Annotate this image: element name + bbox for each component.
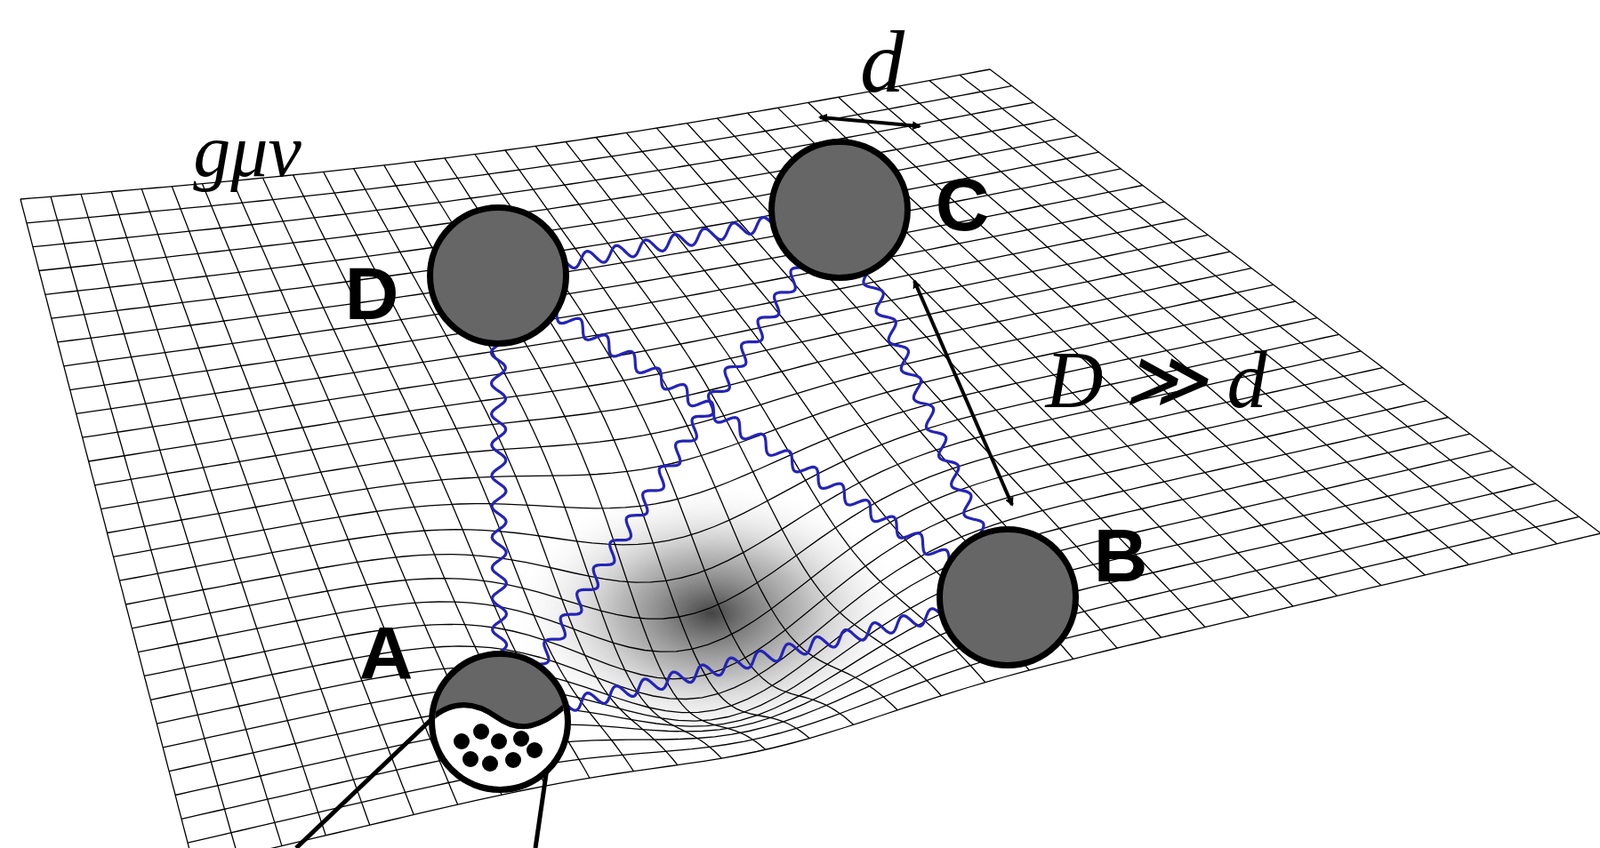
body-circle: C bbox=[768, 138, 911, 282]
grid-line bbox=[137, 384, 1405, 652]
body-label: B bbox=[1093, 518, 1149, 594]
magnifier-line bbox=[296, 707, 445, 848]
dimension-arrow bbox=[914, 281, 1013, 506]
body-circle: D bbox=[426, 204, 570, 347]
grid-line bbox=[119, 334, 1339, 581]
dimension-arrow bbox=[820, 117, 920, 127]
body-circle: A bbox=[428, 651, 571, 794]
grid-line bbox=[187, 516, 1580, 844]
grid-line bbox=[162, 450, 1492, 748]
grid-line bbox=[50, 196, 238, 848]
grid-lines bbox=[20, 69, 1600, 848]
wavy-interaction bbox=[490, 345, 507, 653]
grid-line bbox=[168, 466, 1514, 772]
wavy-interaction bbox=[556, 313, 949, 562]
grid-line bbox=[20, 199, 194, 848]
body-label: A bbox=[359, 616, 414, 692]
math-label: D ≫ d bbox=[1045, 340, 1268, 421]
grid-line bbox=[76, 218, 1187, 415]
wavy-interaction bbox=[566, 217, 772, 269]
wavy-interaction bbox=[567, 609, 941, 711]
grid-line bbox=[82, 234, 1209, 438]
cutaway bbox=[434, 657, 565, 788]
grid-line bbox=[70, 201, 1166, 391]
wavy-interaction bbox=[538, 267, 802, 665]
body-label: C bbox=[935, 167, 990, 242]
grid-line bbox=[181, 500, 1558, 821]
body-circle: B bbox=[936, 526, 1079, 669]
grid-line bbox=[175, 483, 1536, 796]
math-label: d bbox=[860, 17, 905, 107]
grid-line bbox=[156, 434, 1471, 724]
wavy-interaction bbox=[863, 273, 984, 535]
grid-line bbox=[150, 418, 1448, 701]
grid-line bbox=[193, 533, 1600, 848]
math-label: gμν bbox=[192, 113, 301, 189]
body-label: D bbox=[345, 256, 400, 331]
grid-line bbox=[144, 401, 1426, 680]
